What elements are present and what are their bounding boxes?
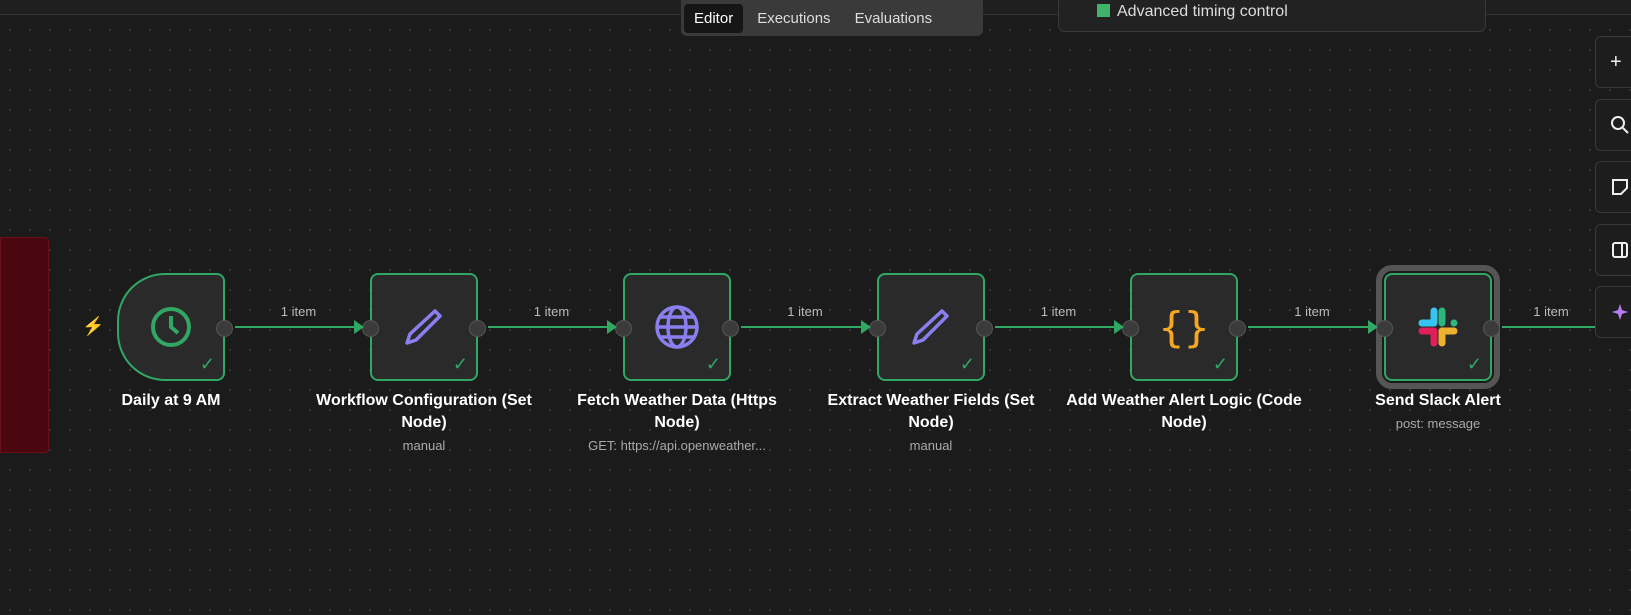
input-handle[interactable] <box>1122 320 1139 337</box>
success-check-icon: ✓ <box>199 354 215 374</box>
workflow-node[interactable]: ✓ <box>362 273 486 381</box>
globe-icon <box>625 275 729 379</box>
output-handle[interactable] <box>1229 320 1246 337</box>
node-label: Daily at 9 AM <box>51 390 291 412</box>
output-handle[interactable] <box>1483 320 1500 337</box>
checkbox-icon[interactable] <box>1097 4 1110 17</box>
edge-item-count: 1 item <box>533 304 570 319</box>
toggle-panel-button[interactable] <box>1595 224 1631 276</box>
node-title: Workflow Configuration (Set Node) <box>316 392 532 431</box>
view-tabs: Editor Executions Evaluations <box>681 0 983 36</box>
workflow-node[interactable]: ✓ <box>615 273 739 381</box>
connection-edge[interactable] <box>488 320 617 334</box>
edge-item-count: 1 item <box>1040 304 1077 319</box>
workflow-node[interactable]: ✓ <box>1376 265 1500 389</box>
input-handle[interactable] <box>615 320 632 337</box>
arrow-head-icon <box>1368 320 1378 334</box>
plus-icon: + <box>1610 50 1622 73</box>
search-button[interactable] <box>1595 99 1631 151</box>
output-handle[interactable] <box>722 320 739 337</box>
node-title: Add Weather Alert Logic (Code Node) <box>1066 392 1302 431</box>
workflow-node[interactable]: ✓ <box>117 273 233 381</box>
trigger-bolt-icon: ⚡ <box>82 316 105 336</box>
panel-icon <box>1612 242 1628 258</box>
arrow-head-icon <box>1114 320 1124 334</box>
add-node-button[interactable]: + <box>1595 36 1631 88</box>
tab-editor[interactable]: Editor <box>684 3 744 33</box>
output-handle[interactable] <box>469 320 486 337</box>
input-handle[interactable] <box>869 320 886 337</box>
output-handle[interactable] <box>976 320 993 337</box>
arrow-head-icon <box>354 320 364 334</box>
node-title: Daily at 9 AM <box>121 392 221 409</box>
output-handle[interactable] <box>216 320 233 337</box>
workflow-node[interactable]: {} ✓ <box>1122 273 1246 381</box>
node-label: Workflow Configuration (Set Node) manual <box>304 390 544 454</box>
connection-edge[interactable] <box>1502 326 1595 328</box>
edge-item-count: 1 item <box>1533 304 1569 319</box>
tab-evaluations[interactable]: Evaluations <box>854 9 933 27</box>
node-title: Fetch Weather Data (Https Node) <box>577 392 777 431</box>
node-label: Add Weather Alert Logic (Code Node) <box>1064 390 1304 434</box>
settings-panel: Advanced timing control <box>1058 0 1486 32</box>
node-label: Extract Weather Fields (Set Node) manual <box>811 390 1051 454</box>
node-subtitle: manual <box>909 438 953 453</box>
node-label: Send Slack Alert post: message <box>1318 390 1558 432</box>
edge-item-count: 1 item <box>787 304 823 319</box>
arrow-head-icon <box>861 320 871 334</box>
node-label: Fetch Weather Data (Https Node) GET: http… <box>557 390 797 454</box>
node-title: Send Slack Alert <box>1375 392 1501 409</box>
node-title: Extract Weather Fields (Set Node) <box>827 392 1035 431</box>
input-handle[interactable] <box>1376 320 1393 337</box>
workflow-node[interactable]: ✓ <box>869 273 993 381</box>
advanced-timing-label: Advanced timing control <box>1117 3 1288 20</box>
ai-assistant-button[interactable] <box>1595 286 1631 338</box>
arrow-head-icon <box>607 320 617 334</box>
edge-item-count: 1 item <box>1294 304 1330 319</box>
connection-edge[interactable] <box>995 320 1124 334</box>
sticky-note-button[interactable] <box>1595 161 1631 213</box>
success-check-icon: ✓ <box>705 354 721 374</box>
search-icon <box>1611 116 1629 134</box>
node-subtitle: GET: https://api.openweather... <box>588 438 766 453</box>
clock-icon <box>119 275 223 379</box>
edge-item-count: 1 item <box>280 304 317 319</box>
sparkle-icon <box>1612 304 1628 320</box>
node-subtitle: manual <box>402 438 446 453</box>
pencil-icon <box>879 275 983 379</box>
sticky-note-icon <box>1612 179 1628 195</box>
slack-icon <box>1386 275 1490 379</box>
connection-edge[interactable] <box>1248 320 1378 334</box>
input-handle[interactable] <box>362 320 379 337</box>
success-check-icon: ✓ <box>452 354 468 374</box>
success-check-icon: ✓ <box>1466 354 1482 374</box>
pencil-icon <box>372 275 476 379</box>
node-subtitle: post: message <box>1395 416 1481 431</box>
success-check-icon: ✓ <box>959 354 975 374</box>
error-panel <box>0 237 49 453</box>
success-check-icon: ✓ <box>1212 354 1228 374</box>
tab-executions[interactable]: Executions <box>757 9 831 27</box>
code-braces-icon: {} <box>1158 302 1210 352</box>
connection-edge[interactable] <box>235 320 364 334</box>
connection-edge[interactable] <box>741 320 871 334</box>
